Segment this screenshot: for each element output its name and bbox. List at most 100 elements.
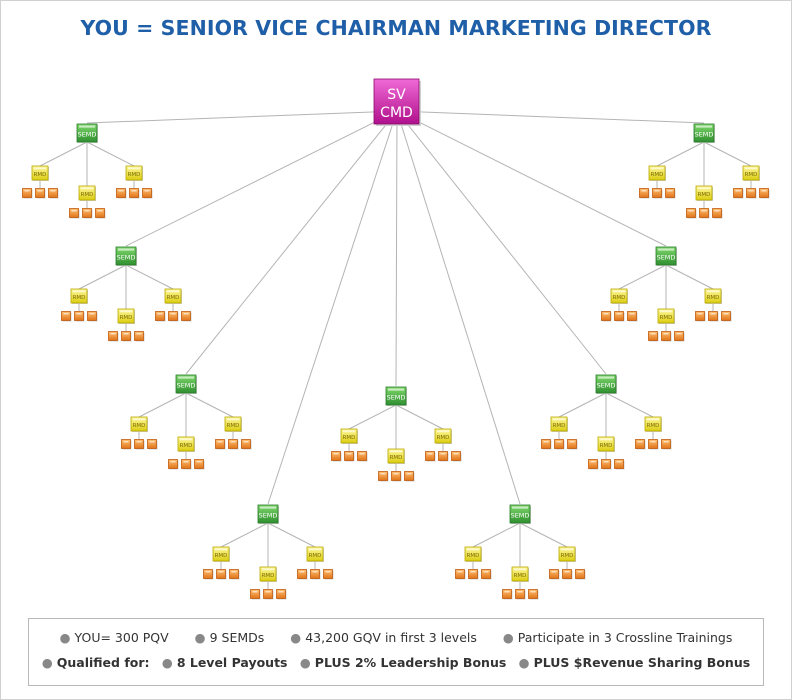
node-highlight (227, 418, 239, 421)
leaf-node (215, 439, 226, 450)
training-requirement: Participate in 3 Crossline Trainings (517, 630, 733, 645)
leaf-node (331, 451, 342, 462)
node-highlight (707, 290, 719, 293)
leaf-node (759, 188, 770, 199)
leaf-node-box (87, 311, 97, 321)
node-highlight (359, 453, 365, 455)
leaf-node (661, 439, 672, 450)
leaf-node (129, 188, 140, 199)
revenue-sharing-benefit: PLUS $Revenue Sharing Bonus (533, 655, 751, 670)
leaf-node (665, 188, 676, 199)
rmd-node-box (464, 546, 482, 562)
node-highlight (467, 548, 479, 551)
node-highlight (196, 461, 202, 463)
summary-item: ●PLUS $Revenue Sharing Bonus (518, 655, 751, 670)
leaf-node (121, 331, 132, 342)
leaf-node-box (721, 311, 731, 321)
leaf-node (155, 311, 166, 322)
leaf-node (601, 311, 612, 322)
leaf-node (648, 439, 659, 450)
semd-node: SEMD (595, 374, 617, 394)
node-highlight (748, 190, 754, 192)
semd-node-box (385, 386, 407, 406)
leaf-node-box (276, 589, 286, 599)
node-highlight (79, 125, 95, 128)
node-highlight (262, 568, 274, 571)
node-highlight (603, 461, 609, 463)
leaf-node-box (528, 589, 538, 599)
rmd-node: RMD (164, 288, 182, 304)
leaf-node-box (203, 569, 213, 579)
leaf-node (404, 471, 415, 482)
node-highlight (84, 210, 90, 212)
semd-node: SEMD (76, 123, 98, 143)
node-highlight (218, 571, 224, 573)
node-highlight (564, 571, 570, 573)
leaf-node (203, 569, 214, 580)
rmd-node: RMD (610, 288, 628, 304)
semd-node: SEMD (115, 246, 137, 266)
leaf-node-box (181, 311, 191, 321)
semd-requirement: 9 SEMDs (209, 630, 265, 645)
node-highlight (215, 548, 227, 551)
leaf-node-box (601, 459, 611, 469)
leaf-node-box (168, 311, 178, 321)
node-highlight (343, 430, 355, 433)
leaf-node (121, 439, 132, 450)
leaf-node-box (712, 208, 722, 218)
summary-item: ●43,200 GQV in first 3 levels (290, 630, 477, 645)
node-highlight (697, 313, 703, 315)
leaf-node (228, 439, 239, 450)
rmd-node-box (644, 416, 662, 432)
leaf-node-box (567, 439, 577, 449)
semd-node: SEMD (655, 246, 677, 266)
node-highlight (616, 313, 622, 315)
rmd-node-box (695, 185, 713, 201)
leaf-node (297, 569, 308, 580)
rmd-node-box (704, 288, 722, 304)
leaf-node (35, 188, 46, 199)
leaf-node (733, 188, 744, 199)
rmd-node: RMD (259, 566, 277, 582)
node-highlight (453, 453, 459, 455)
leaf-node (468, 569, 479, 580)
semd-node-box (595, 374, 617, 394)
leaf-node-box (404, 471, 414, 481)
semd-node: SEMD (693, 123, 715, 143)
leaf-node-box (323, 569, 333, 579)
leaf-node-box (61, 311, 71, 321)
leaf-node (22, 188, 33, 199)
root-label-line2: CMD (380, 105, 413, 121)
node-highlight (97, 210, 103, 212)
leaf-node (357, 451, 368, 462)
leaf-node (614, 311, 625, 322)
leaf-node (276, 589, 287, 600)
semd-node-label: SEMD (259, 511, 278, 519)
rmd-node-label: RMD (120, 315, 133, 321)
rmd-node-label: RMD (262, 573, 275, 579)
leaf-node (95, 208, 106, 219)
leaf-node-box (22, 188, 32, 198)
node-highlight (178, 376, 194, 379)
leaf-node (168, 459, 179, 470)
semd-node-label: SEMD (78, 130, 97, 138)
rmd-node: RMD (657, 308, 675, 324)
semd-node-box (509, 504, 531, 524)
rmd-node: RMD (306, 546, 324, 562)
rmd-node: RMD (212, 546, 230, 562)
node-highlight (50, 190, 56, 192)
node-highlight (698, 187, 710, 190)
leaf-node-box (627, 311, 637, 321)
leaf-node-box (665, 188, 675, 198)
node-highlight (517, 591, 523, 593)
node-highlight (667, 190, 673, 192)
semd-node: SEMD (509, 504, 531, 524)
node-highlight (136, 333, 142, 335)
node-highlight (637, 441, 643, 443)
node-highlight (504, 591, 510, 593)
leaf-node (549, 569, 560, 580)
leaf-node-box (601, 311, 611, 321)
node-highlight (723, 313, 729, 315)
rmd-node-label: RMD (514, 573, 527, 579)
